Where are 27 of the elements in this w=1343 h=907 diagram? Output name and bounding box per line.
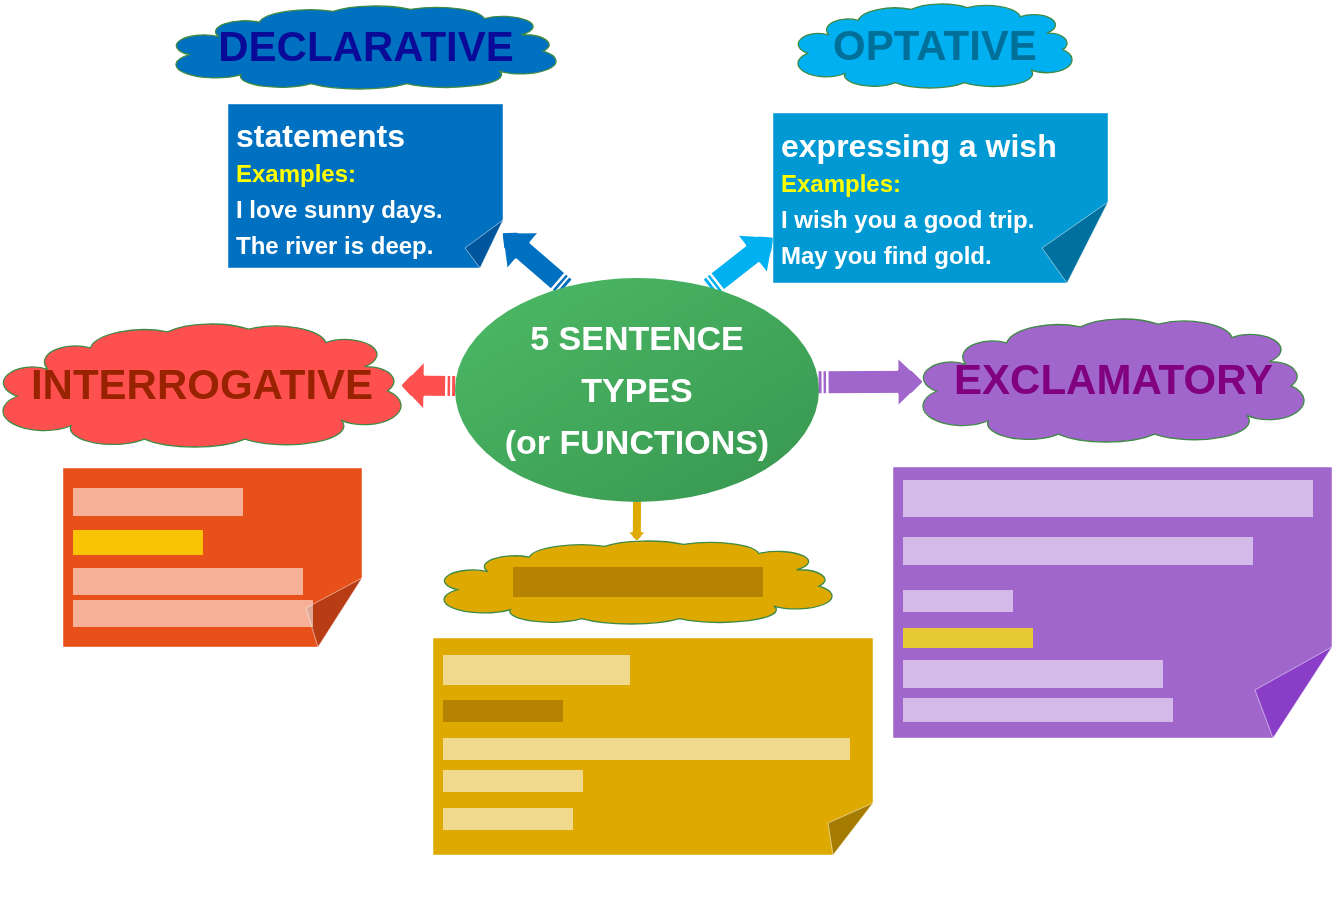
note-heading: expressing a wish bbox=[781, 127, 1057, 166]
pixelated-note-drawing bbox=[433, 638, 873, 855]
example-sentence: I wish you a good trip. bbox=[781, 205, 1035, 235]
note-card bbox=[228, 104, 503, 268]
cloud-shape bbox=[175, 5, 557, 90]
ellipse-shape bbox=[455, 278, 819, 502]
cloud-shape bbox=[922, 318, 1305, 443]
pixelated-note-drawing bbox=[63, 468, 362, 647]
examples-label: Examples: bbox=[236, 159, 357, 189]
cloud-shape bbox=[2, 323, 402, 448]
cloud-label: DECLARATIVE bbox=[218, 22, 514, 73]
note-heading: statements bbox=[236, 117, 405, 156]
center-title: 5 SENTENCE TYPES (or FUNCTIONS) bbox=[503, 318, 771, 463]
examples-label: Examples: bbox=[781, 169, 902, 199]
block-arrow bbox=[401, 362, 456, 409]
block-arrow bbox=[818, 358, 923, 405]
pixelated-note-drawing bbox=[893, 467, 1332, 738]
example-sentence: I love sunny days. bbox=[236, 195, 443, 225]
note-card bbox=[773, 113, 1108, 283]
block-arrow bbox=[628, 502, 645, 541]
cloud-label: OPTATIVE bbox=[833, 20, 1037, 71]
cloud-label: EXCLAMATORY bbox=[954, 355, 1273, 406]
pixelated-cloud-drawing bbox=[443, 540, 833, 625]
cloud-label: INTERROGATIVE bbox=[30, 360, 374, 411]
example-sentence: The river is deep. bbox=[236, 231, 434, 261]
cloud-shape bbox=[797, 3, 1073, 89]
example-sentence: May you find gold. bbox=[781, 241, 992, 271]
